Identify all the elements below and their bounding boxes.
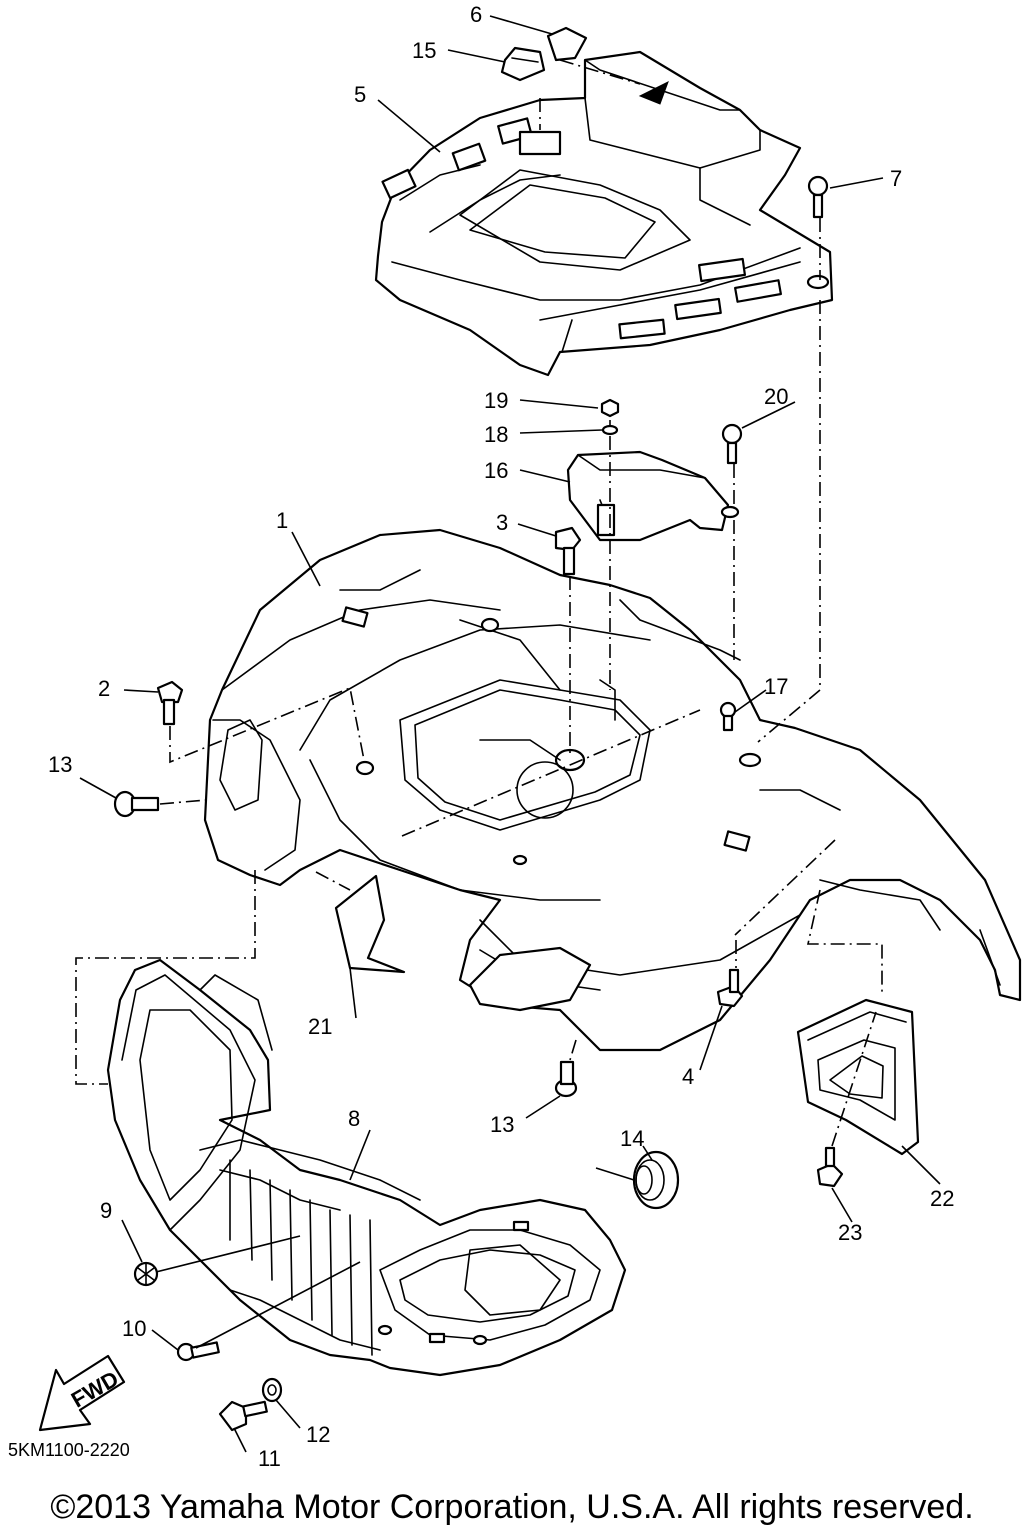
part-15-clip — [500, 46, 546, 82]
callout-18: 18 — [484, 422, 508, 447]
callout-3: 3 — [496, 510, 508, 535]
callout-4: 4 — [682, 1064, 694, 1089]
callout-11: 11 — [258, 1446, 281, 1471]
part-13-rivet-left — [113, 790, 160, 818]
callout-13-left: 13 — [48, 752, 72, 777]
callout-7: 7 — [890, 166, 902, 191]
callout-19: 19 — [484, 388, 508, 413]
callout-2: 2 — [98, 676, 110, 701]
callout-12: 12 — [306, 1422, 330, 1447]
part-10-screw — [176, 1341, 220, 1362]
fwd-arrow-icon: FWD — [38, 1354, 126, 1432]
callout-14: 14 — [620, 1126, 644, 1151]
part-11-bolt — [218, 1400, 268, 1432]
part-18-washer — [601, 424, 619, 436]
part-1-fender — [203, 528, 1022, 1052]
part-3-bolt — [554, 526, 582, 576]
part-4-screw — [716, 968, 744, 1008]
callout-16: 16 — [484, 458, 508, 483]
callout-15: 15 — [412, 38, 436, 63]
drawing-code: 5KM1100-2220 — [8, 1440, 130, 1460]
part-16-bracket — [566, 450, 740, 542]
callout-13-bottom: 13 — [490, 1112, 514, 1137]
callout-1: 1 — [276, 508, 288, 533]
copyright-notice: ©2013 Yamaha Motor Corporation, U.S.A. A… — [50, 1488, 974, 1526]
callout-21: 21 — [308, 1014, 332, 1039]
callout-labels: 6 15 5 7 19 20 18 16 3 1 2 17 13 21 4 13… — [48, 2, 954, 1471]
part-19-nut — [600, 398, 620, 418]
part-9-emblem — [133, 1261, 159, 1287]
part-2-bolt — [156, 680, 184, 726]
callout-5: 5 — [354, 82, 366, 107]
part-8-front-guard — [106, 958, 627, 1377]
assembly-lines — [75, 59, 883, 1147]
part-22-splash-guard — [796, 998, 920, 1156]
part-20-screw — [721, 423, 743, 465]
part-13-rivet-bottom — [554, 1060, 578, 1098]
callout-10: 10 — [122, 1316, 146, 1341]
part-14-grommet — [632, 1150, 680, 1210]
callout-23: 23 — [838, 1220, 862, 1245]
callout-6: 6 — [470, 2, 482, 27]
part-6-cap — [546, 26, 588, 62]
part-12-collar — [261, 1377, 283, 1403]
leader-lines — [79, 15, 941, 1453]
callout-9: 9 — [100, 1198, 112, 1223]
callout-17: 17 — [764, 674, 788, 699]
part-23-screw — [816, 1146, 844, 1188]
callout-8: 8 — [348, 1106, 360, 1131]
part-21-shield — [334, 874, 406, 974]
part-5-upper-cover — [374, 50, 834, 377]
callout-22: 22 — [930, 1186, 954, 1211]
part-17-screw — [719, 701, 737, 732]
part-7-screw — [807, 175, 829, 219]
callout-20: 20 — [764, 384, 788, 409]
